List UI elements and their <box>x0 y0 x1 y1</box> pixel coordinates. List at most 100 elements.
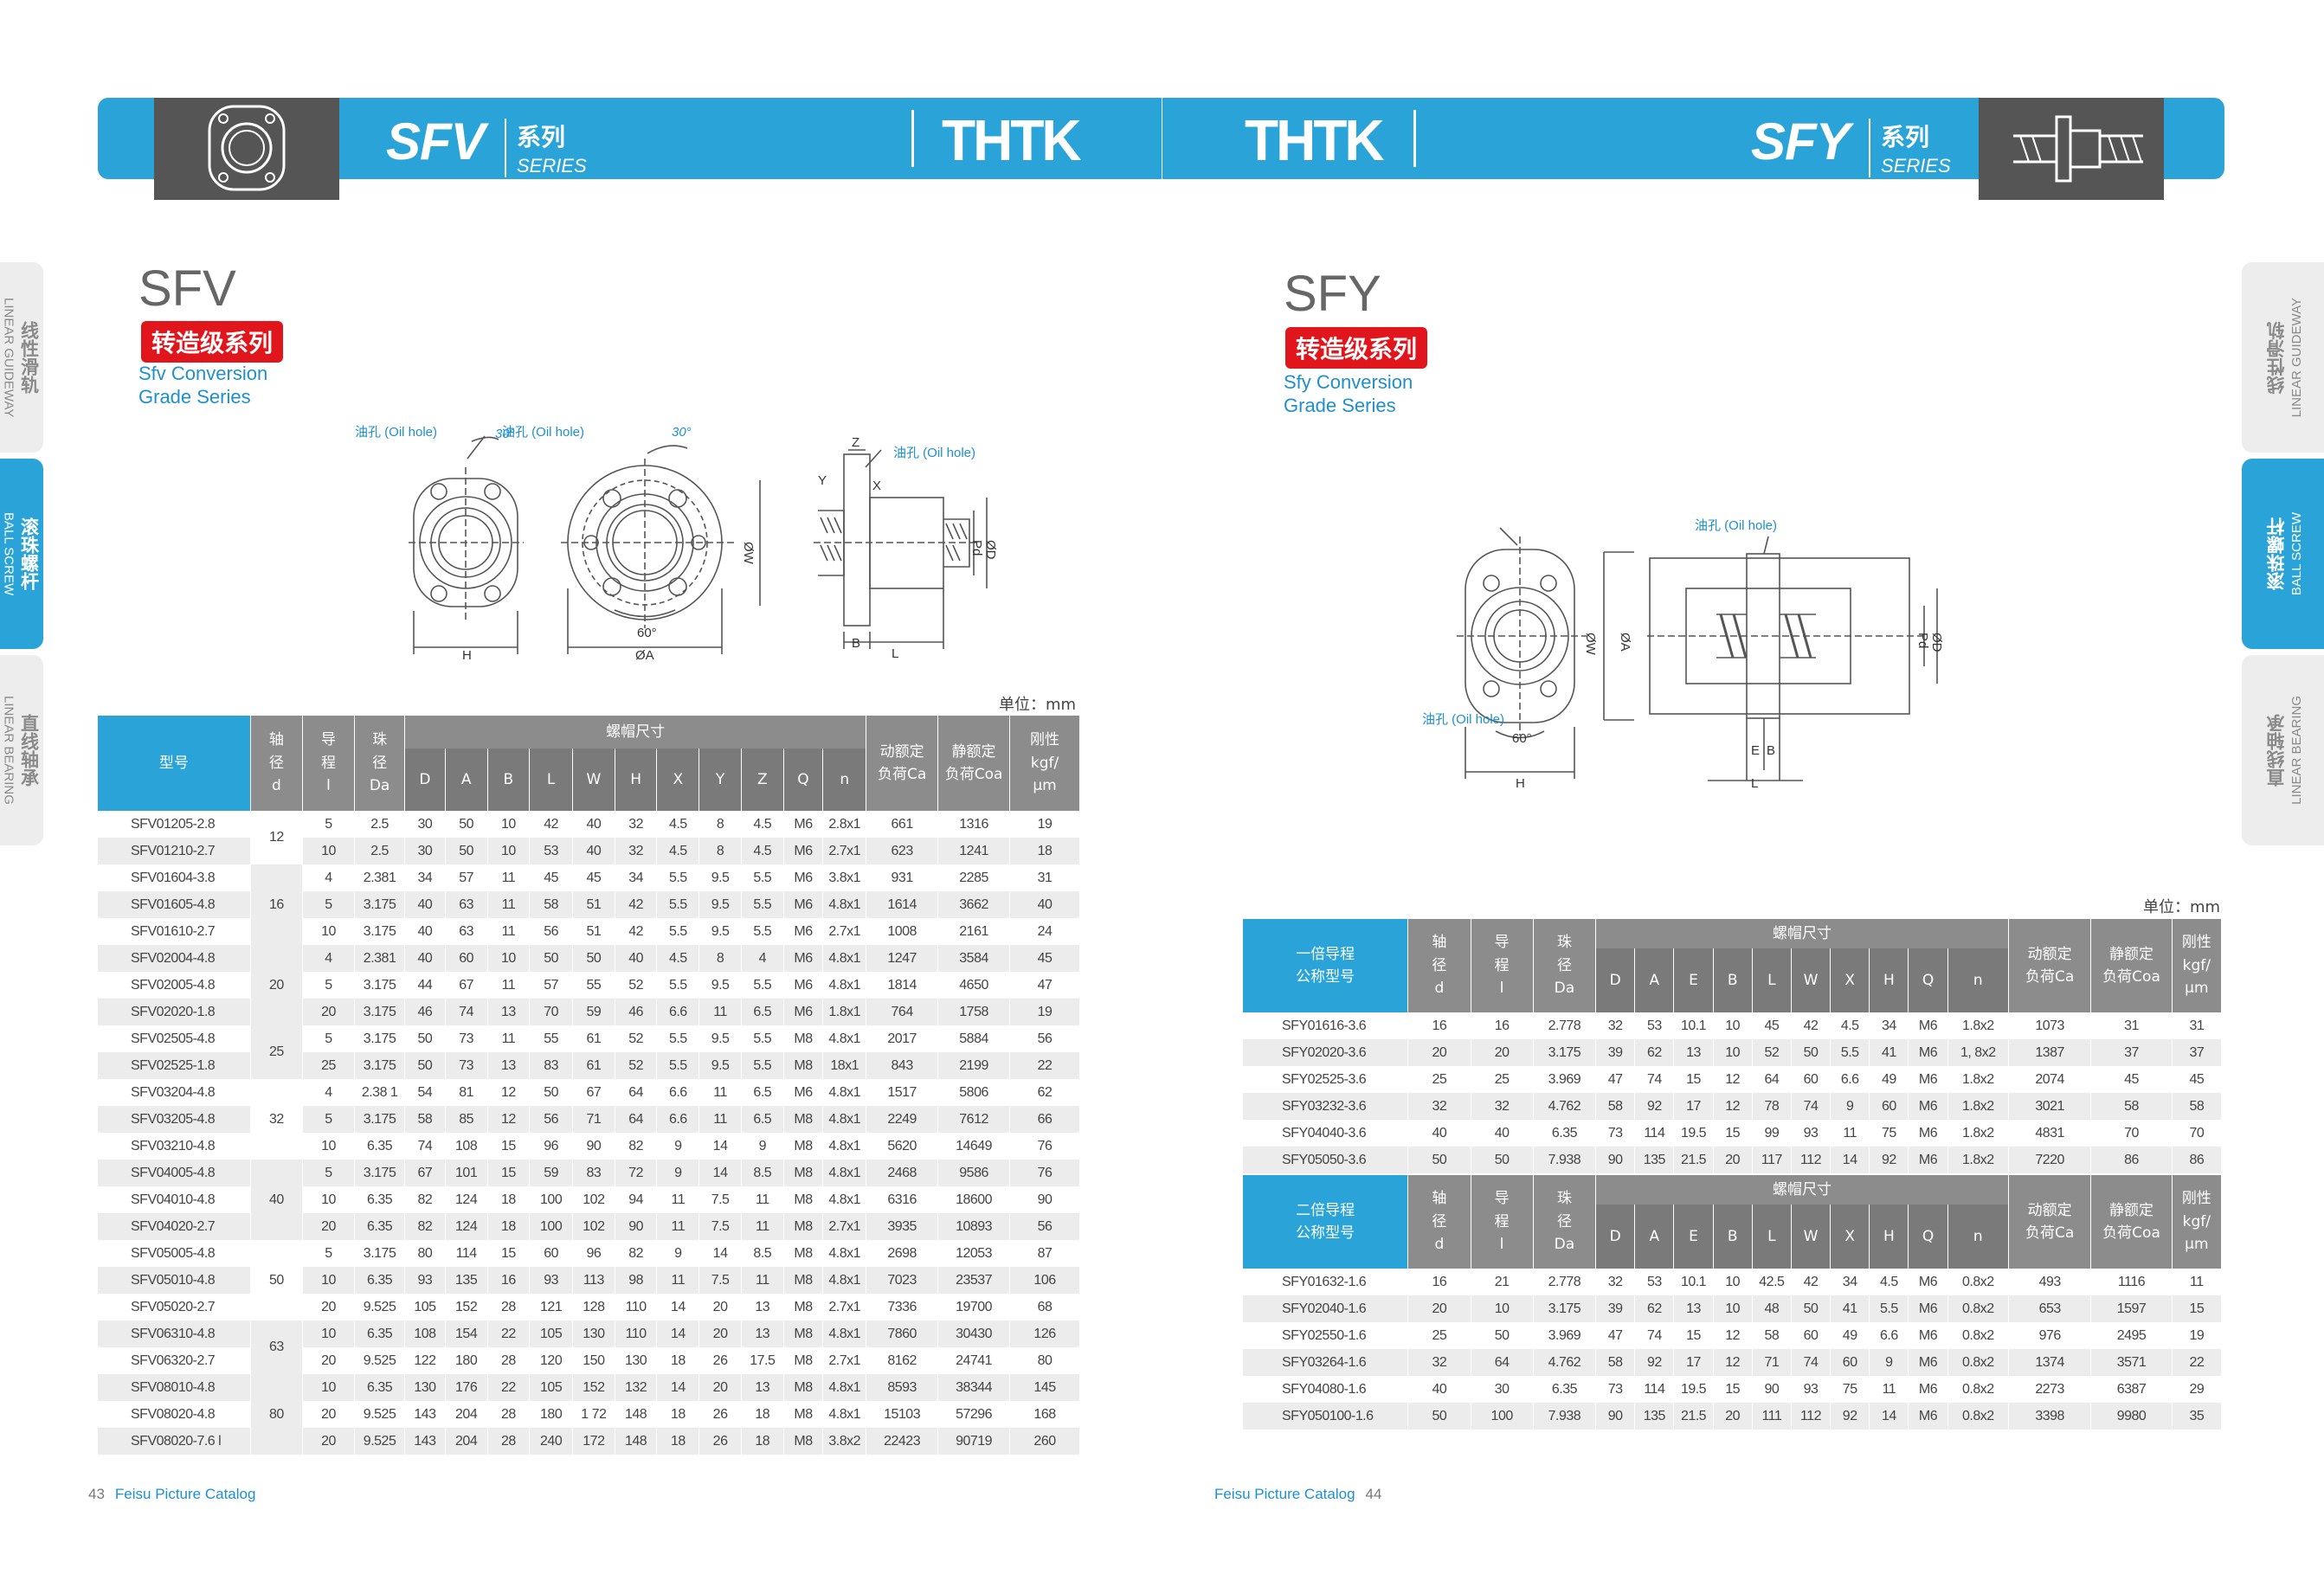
value-cell: 11 <box>656 1213 700 1240</box>
value-cell: 32 <box>615 811 658 838</box>
value-cell: 3.175 <box>1533 1295 1597 1322</box>
value-cell: 45 <box>572 864 615 891</box>
value-cell: 114 <box>445 1240 488 1267</box>
value-cell: 20 <box>302 1401 356 1428</box>
value-cell: 45 <box>1752 1012 1792 1039</box>
value-cell: 51 <box>572 891 615 918</box>
value-cell: 22 <box>1009 1052 1080 1079</box>
value-cell: 5 <box>302 811 356 838</box>
value-cell: 1387 <box>2008 1039 2092 1066</box>
value-cell: 4.8x1 <box>822 1025 867 1052</box>
sfy-technical-drawing: 油孔 (Oil hole) 油孔 (Oil hole) 60° H ØW ØA … <box>1422 518 1944 787</box>
value-cell: 57 <box>445 864 488 891</box>
value-cell: 0.8x2 <box>1947 1295 2009 1322</box>
value-cell: 16 <box>487 1267 531 1294</box>
value-cell: 114 <box>1634 1376 1675 1403</box>
value-cell: 3.8x2 <box>822 1428 867 1455</box>
value-cell: 20 <box>1713 1147 1753 1173</box>
svg-text:Pd: Pd <box>1915 633 1930 648</box>
col-model: 型号 <box>98 716 251 811</box>
value-cell: 10 <box>487 945 531 972</box>
svg-text:60°: 60° <box>1512 731 1532 746</box>
value-cell: 47 <box>1009 972 1080 999</box>
value-cell: 6.35 <box>354 1267 406 1294</box>
value-cell: 58 <box>529 891 573 918</box>
value-cell: 85 <box>445 1106 488 1133</box>
value-cell: 4.8x1 <box>822 1079 867 1106</box>
value-cell: 6.5 <box>741 999 784 1025</box>
value-cell: M6 <box>783 864 824 891</box>
value-cell: 9.525 <box>354 1294 406 1320</box>
value-cell: 3.175 <box>354 1052 406 1079</box>
model-cell: SFV04020-2.7 <box>98 1213 251 1240</box>
value-cell: 64 <box>615 1106 658 1133</box>
value-cell: 7023 <box>866 1267 939 1294</box>
value-cell: 72 <box>615 1160 658 1186</box>
value-cell: 53 <box>1634 1012 1675 1039</box>
value-cell: 2.7x1 <box>822 1213 867 1240</box>
value-cell: 8 <box>698 945 742 972</box>
model-cell: SFY04080-1.6 <box>1243 1376 1409 1403</box>
value-cell: 4.5 <box>741 811 784 838</box>
value-cell: 10 <box>302 1133 356 1160</box>
col-e: E <box>1673 1205 1714 1269</box>
value-cell: 14 <box>698 1160 742 1186</box>
value-cell: 12 <box>1713 1349 1753 1376</box>
col-n: n <box>1947 1205 2009 1269</box>
value-cell: 50 <box>1471 1147 1534 1173</box>
value-cell: 96 <box>572 1240 615 1267</box>
value-cell: 50 <box>1407 1403 1471 1430</box>
value-cell: 45 <box>1009 945 1080 972</box>
value-cell: 148 <box>615 1401 658 1428</box>
value-cell: 10 <box>487 811 531 838</box>
value-cell: 76 <box>1009 1133 1080 1160</box>
value-cell: 1814 <box>866 972 939 999</box>
value-cell: 59 <box>572 999 615 1025</box>
value-cell: 1.8x2 <box>1947 1120 2009 1147</box>
value-cell: 4831 <box>2008 1120 2092 1147</box>
value-cell: 57296 <box>937 1401 1011 1428</box>
value-cell: 3.175 <box>1533 1039 1597 1066</box>
value-cell: 4.8x1 <box>822 1374 867 1401</box>
value-cell: 10 <box>1713 1269 1753 1295</box>
value-cell: 11 <box>487 918 531 945</box>
shaft-diameter: 32 <box>250 1079 303 1160</box>
value-cell: 11 <box>2172 1269 2223 1295</box>
value-cell: 5.5 <box>741 891 784 918</box>
value-cell: 2199 <box>937 1052 1011 1079</box>
value-cell: 0.8x2 <box>1947 1269 2009 1295</box>
model-cell: SFV05020-2.7 <box>98 1294 251 1320</box>
value-cell: 4.8x1 <box>822 891 867 918</box>
value-cell: 4.762 <box>1533 1093 1597 1120</box>
shaft-diameter: 63 <box>250 1320 303 1374</box>
value-cell: 3.175 <box>354 972 406 999</box>
model-cell: SFV08020-4.8 <box>98 1401 251 1428</box>
value-cell: 4.8x1 <box>822 945 867 972</box>
band-divider <box>911 110 914 167</box>
value-cell: 73 <box>1595 1120 1636 1147</box>
value-cell: 22 <box>487 1374 531 1401</box>
value-cell: 0.8x2 <box>1947 1349 2009 1376</box>
value-cell: 124 <box>445 1213 488 1240</box>
value-cell: 3021 <box>2008 1093 2092 1120</box>
value-cell: 135 <box>1634 1403 1675 1430</box>
value-cell: 90719 <box>937 1428 1011 1455</box>
value-cell: 52 <box>615 1025 658 1052</box>
band-series: 系列 SERIES <box>1869 119 1951 177</box>
